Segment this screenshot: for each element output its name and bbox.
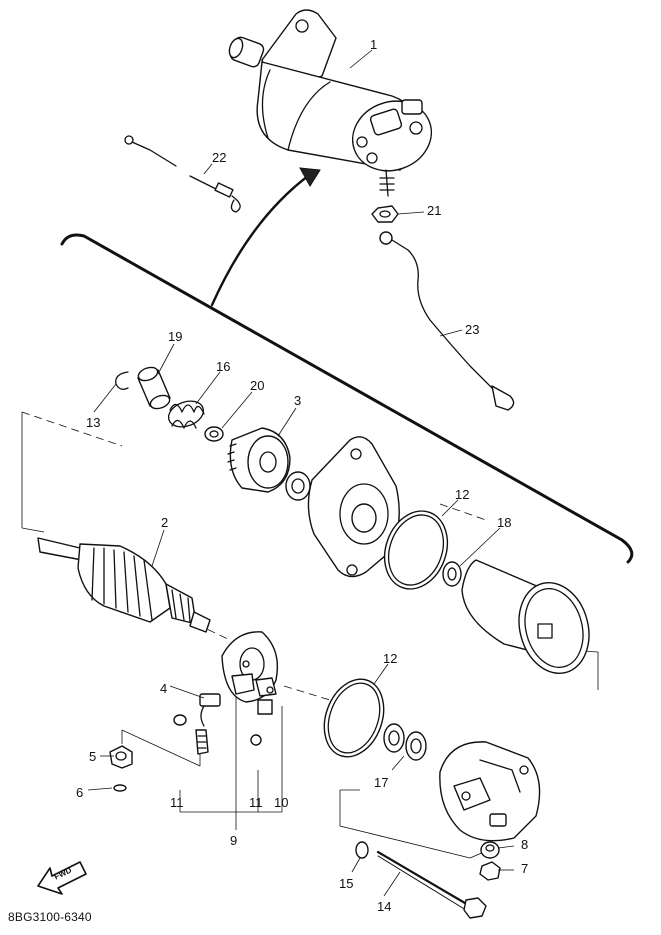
starter-motor-assembly (228, 9, 433, 197)
callout-23: 23 (465, 322, 480, 337)
washer-20 (204, 426, 224, 442)
group-bracket (60, 233, 634, 564)
washer-6 (113, 784, 127, 792)
callout-10: 10 (274, 795, 289, 810)
front-cover (307, 436, 400, 578)
o-ring-12-lower (323, 678, 385, 758)
callout-12-lower: 12 (383, 651, 398, 666)
callout-2: 2 (161, 515, 169, 530)
washer-18 (442, 561, 462, 587)
arrow-head (299, 167, 321, 187)
diagram-code: 8BG3100-6340 (8, 910, 92, 924)
callout-18: 18 (497, 515, 512, 530)
callout-1: 1 (370, 37, 378, 52)
callout-14: 14 (377, 899, 392, 914)
through-bolt-14 (376, 850, 487, 919)
callout-17: 17 (374, 775, 389, 790)
assembly-arrow (210, 174, 310, 307)
circlip-13 (115, 371, 129, 390)
callout-9: 9 (230, 833, 238, 848)
fwd-arrow-icon (37, 861, 87, 895)
wire-lead-22 (124, 135, 241, 213)
brush-lead-4 (199, 693, 221, 727)
callout-5: 5 (89, 749, 97, 764)
callout-7: 7 (521, 861, 529, 876)
callout-12-upper: 12 (455, 487, 470, 502)
washer-3b (285, 471, 311, 501)
callout-19: 19 (168, 329, 183, 344)
rear-cover (439, 741, 541, 842)
callout-6: 6 (76, 785, 84, 800)
callout-8: 8 (521, 837, 529, 852)
callout-22: 22 (212, 150, 227, 165)
armature-2 (37, 537, 211, 633)
washer-11a (173, 714, 187, 726)
callout-15: 15 (339, 876, 354, 891)
washers-17 (383, 723, 427, 761)
ground-lead-23 (379, 231, 515, 411)
callout-20: 20 (250, 378, 265, 393)
callout-11b: 11 (249, 795, 263, 810)
callout-11a: 11 (170, 795, 184, 810)
grommet-8 (480, 841, 500, 859)
brush-holder-plate (221, 631, 279, 715)
callout-16: 16 (216, 359, 231, 374)
spring-16 (167, 400, 205, 429)
collar-19 (137, 366, 171, 410)
alignment-lines (21, 411, 599, 859)
nut-5 (109, 745, 133, 769)
pinion-clutch-3 (227, 427, 291, 493)
callout-4: 4 (160, 681, 168, 696)
callout-21: 21 (427, 203, 442, 218)
o-ring-12-upper (383, 510, 449, 590)
nut-21 (371, 205, 399, 223)
yoke-housing (461, 559, 590, 674)
callout-13: 13 (86, 415, 101, 430)
nut-7 (479, 861, 501, 881)
leader-lines (87, 49, 515, 897)
washer-11b (250, 734, 262, 746)
o-ring-15 (355, 841, 369, 859)
callout-3: 3 (294, 393, 302, 408)
